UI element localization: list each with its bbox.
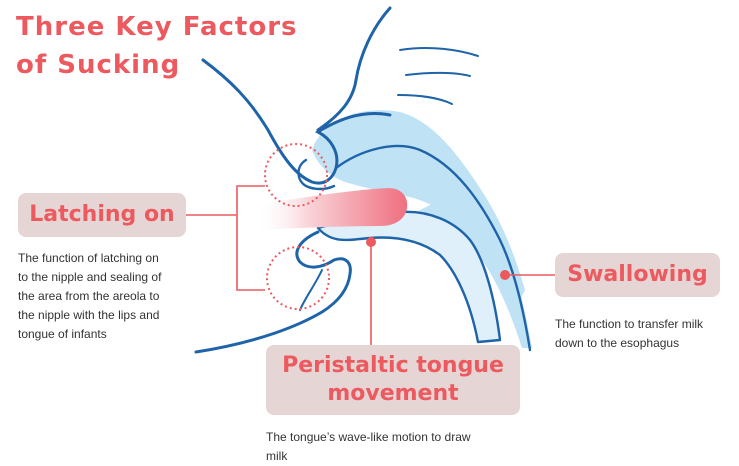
peristaltic-label-line: movement bbox=[266, 380, 520, 408]
latching-desc-line: to the nipple and sealing of bbox=[18, 268, 208, 287]
peristaltic-label: Peristaltic tongue movement bbox=[266, 345, 520, 415]
swallowing-label: Swallowing bbox=[555, 253, 720, 297]
peristaltic-desc-line: milk bbox=[266, 447, 546, 466]
chin-inner bbox=[300, 270, 322, 310]
latching-desc-line: tongue of infants bbox=[18, 325, 208, 344]
peristaltic-label-line: Peristaltic tongue bbox=[266, 352, 520, 380]
latching-on-description: The function of latching on to the nippl… bbox=[18, 249, 208, 344]
nasal-passage bbox=[398, 48, 478, 104]
latching-desc-line: the nipple with the lips and bbox=[18, 306, 208, 325]
swallowing-desc-line: The function to transfer milk bbox=[555, 315, 735, 334]
latch-connector bbox=[237, 186, 265, 290]
peristaltic-description: The tongue’s wave-like motion to draw mi… bbox=[266, 428, 546, 466]
latching-desc-line: the area from the areola to bbox=[18, 287, 208, 306]
latching-desc-line: The function of latching on bbox=[18, 249, 208, 268]
peristaltic-desc-line: The tongue’s wave-like motion to draw bbox=[266, 428, 546, 447]
nipple bbox=[255, 188, 407, 230]
latching-on-label: Latching on bbox=[18, 193, 186, 237]
lower-lip bbox=[196, 232, 350, 352]
swallowing-desc-line: down to the esophagus bbox=[555, 334, 735, 353]
swallowing-description: The function to transfer milk down to th… bbox=[555, 315, 735, 353]
